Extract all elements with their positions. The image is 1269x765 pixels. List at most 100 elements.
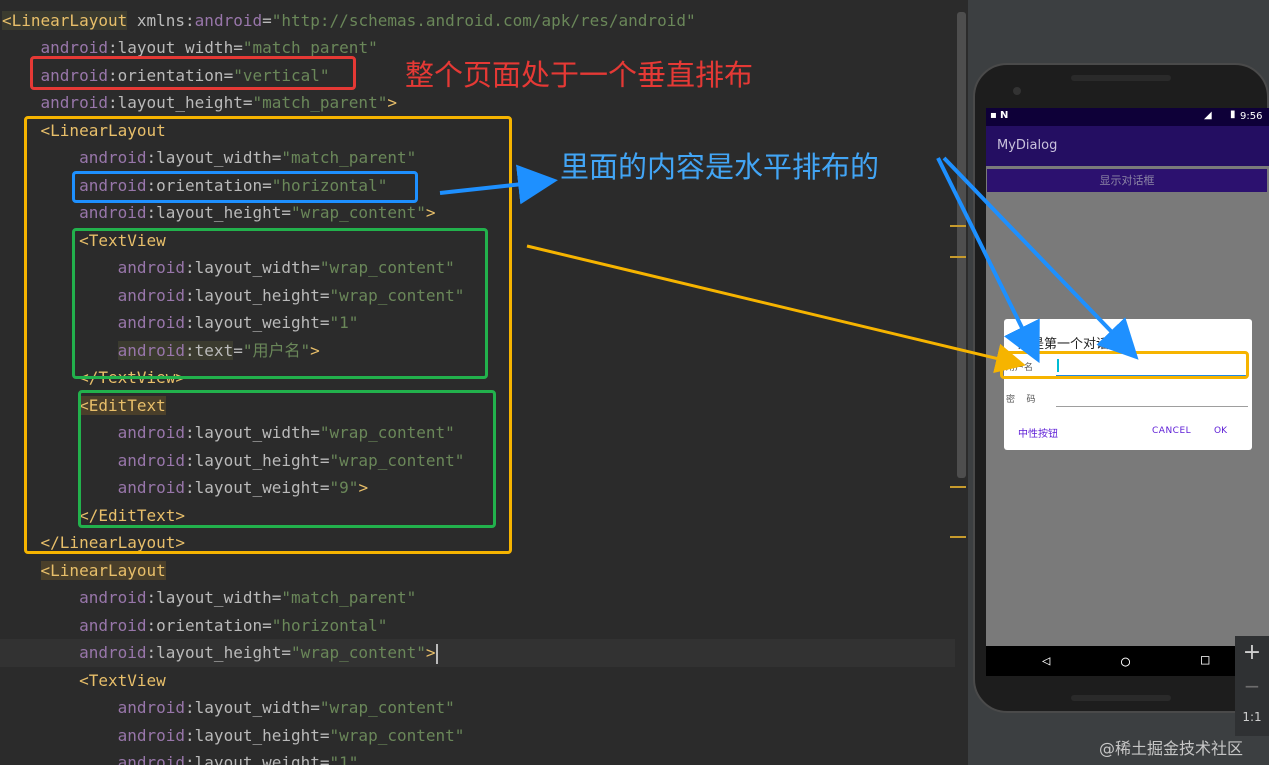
- password-row: 密 码: [1004, 389, 1252, 409]
- code-line[interactable]: <TextView: [0, 227, 166, 255]
- code-string: "match_parent": [242, 38, 378, 57]
- username-input[interactable]: [1056, 357, 1248, 376]
- code-line[interactable]: android:layout_width="wrap_content": [0, 254, 455, 282]
- code-line[interactable]: android:orientation="horizontal": [0, 612, 387, 640]
- code-indent: [2, 121, 41, 140]
- code-attr-namespace: android: [79, 203, 147, 222]
- code-line[interactable]: <LinearLayout xmlns:android="http://sche…: [0, 7, 696, 35]
- vertical-layout-note: 整个页面处于一个垂直排布: [405, 58, 754, 92]
- password-label: 密 码: [1006, 395, 1036, 405]
- code-line[interactable]: android:layout_weight="9">: [0, 474, 368, 502]
- code-indent: [2, 698, 118, 717]
- code-line[interactable]: <LinearLayout: [0, 557, 166, 585]
- code-indent: [2, 368, 79, 387]
- code-attr-namespace: android: [117, 313, 186, 332]
- code-text: =: [281, 203, 291, 222]
- code-line[interactable]: android:layout_width="wrap_content": [0, 419, 455, 447]
- code-indent: [2, 616, 79, 635]
- code-attr-namespace: android: [79, 643, 147, 662]
- code-attr-namespace: android: [79, 615, 147, 635]
- code-attribute: :layout_height: [185, 285, 320, 305]
- code-indent: [2, 203, 79, 222]
- code-string: "horizontal": [271, 615, 388, 635]
- code-attr-namespace: android: [40, 65, 108, 85]
- code-attr-namespace: android: [40, 38, 108, 57]
- code-editor[interactable]: <LinearLayout xmlns:android="http://sche…: [0, 0, 968, 765]
- code-string: "horizontal": [271, 175, 388, 195]
- ok-button[interactable]: OK: [1214, 426, 1227, 436]
- password-input[interactable]: [1056, 389, 1248, 407]
- speaker-grille: [1071, 75, 1171, 81]
- editor-marker[interactable]: [950, 536, 966, 538]
- text-caret: [435, 643, 438, 664]
- code-line[interactable]: <LinearLayout: [0, 117, 166, 145]
- recents-icon[interactable]: □: [1201, 652, 1210, 668]
- code-line[interactable]: </EditText>: [0, 502, 185, 530]
- code-line[interactable]: </TextView>: [0, 364, 185, 392]
- code-line[interactable]: <TextView: [0, 667, 166, 695]
- zoom-in-button[interactable]: +: [1242, 640, 1262, 665]
- code-line[interactable]: <EditText: [0, 392, 166, 420]
- code-text: =: [319, 285, 330, 305]
- app-bar: MyDialog: [986, 126, 1269, 166]
- zoom-out-button[interactable]: −: [1243, 674, 1261, 698]
- dialog-title: 这是第一个对话框: [1018, 337, 1123, 352]
- code-line[interactable]: android:layout_height="wrap_content">: [0, 639, 968, 667]
- code-indent: [2, 561, 41, 580]
- code-string: "1": [329, 753, 359, 765]
- code-indent: [2, 478, 118, 497]
- code-attr-namespace: android: [117, 753, 186, 765]
- code-line[interactable]: android:layout_width="wrap_content": [0, 694, 455, 722]
- code-line[interactable]: android:text="用户名">: [0, 337, 320, 365]
- code-attr-namespace: android: [117, 478, 186, 497]
- show-dialog-button[interactable]: 显示对话框: [987, 169, 1267, 192]
- back-icon[interactable]: ◁: [1042, 653, 1051, 669]
- neutral-button[interactable]: 中性按钮: [1018, 429, 1058, 440]
- editor-marker[interactable]: [950, 256, 966, 258]
- editor-marker[interactable]: [950, 225, 966, 227]
- code-line[interactable]: android:layout_weight="1": [0, 749, 359, 765]
- code-line[interactable]: android:layout_width="match_parent": [0, 144, 416, 172]
- editor-scrollbar-thumb[interactable]: [957, 12, 966, 478]
- code-indent: [2, 286, 118, 305]
- code-tag: </TextView>: [79, 368, 186, 387]
- username-label: 用户名: [1006, 363, 1034, 373]
- code-line[interactable]: android:layout_weight="1": [0, 309, 359, 337]
- code-line[interactable]: android:layout_width="match_parent": [0, 34, 378, 62]
- home-icon[interactable]: ○: [1121, 652, 1131, 670]
- code-attribute: :orientation: [146, 615, 263, 635]
- code-attr-namespace: android: [117, 285, 186, 305]
- code-attribute: :layout_weight: [185, 313, 320, 332]
- code-line[interactable]: android:orientation="vertical": [0, 62, 330, 90]
- code-attribute: :layout_weight: [185, 478, 320, 497]
- code-line[interactable]: android:layout_height="wrap_content": [0, 282, 465, 310]
- code-line[interactable]: android:orientation="horizontal": [0, 172, 387, 200]
- code-string: "match_parent": [281, 148, 417, 167]
- code-attribute: :layout_width: [185, 423, 311, 442]
- code-line[interactable]: android:layout_height="wrap_content">: [0, 199, 435, 227]
- code-indent: [2, 38, 41, 57]
- code-attribute: :layout_height: [107, 93, 243, 112]
- editor-marker[interactable]: [950, 486, 966, 488]
- code-text: =: [319, 753, 330, 765]
- signal-icon: ◢: [1204, 110, 1212, 121]
- code-indent: [2, 148, 79, 167]
- code-attribute: :layout_height: [185, 725, 320, 745]
- code-line[interactable]: android:layout_height="wrap_content": [0, 722, 465, 750]
- code-line[interactable]: android:layout_width="match_parent": [0, 584, 416, 612]
- code-attribute: :layout_height: [146, 643, 282, 662]
- code-indent: [2, 176, 79, 195]
- code-tag: <LinearLayout: [40, 120, 166, 140]
- code-line[interactable]: </LinearLayout>: [0, 529, 186, 557]
- cancel-button[interactable]: CANCEL: [1152, 426, 1192, 436]
- code-attribute: :layout_width: [107, 38, 234, 57]
- code-attr-namespace: android: [117, 258, 186, 277]
- code-tag: </EditText>: [79, 505, 186, 525]
- code-string: "wrap_content": [329, 725, 465, 745]
- code-attribute: :layout_width: [146, 588, 272, 607]
- code-line[interactable]: android:layout_height="wrap_content": [0, 447, 465, 475]
- code-indent: [2, 341, 118, 360]
- code-line[interactable]: android:layout_height="match_parent">: [0, 89, 397, 117]
- zoom-reset-button[interactable]: 1:1: [1242, 710, 1262, 724]
- code-attr-namespace: android: [194, 10, 263, 30]
